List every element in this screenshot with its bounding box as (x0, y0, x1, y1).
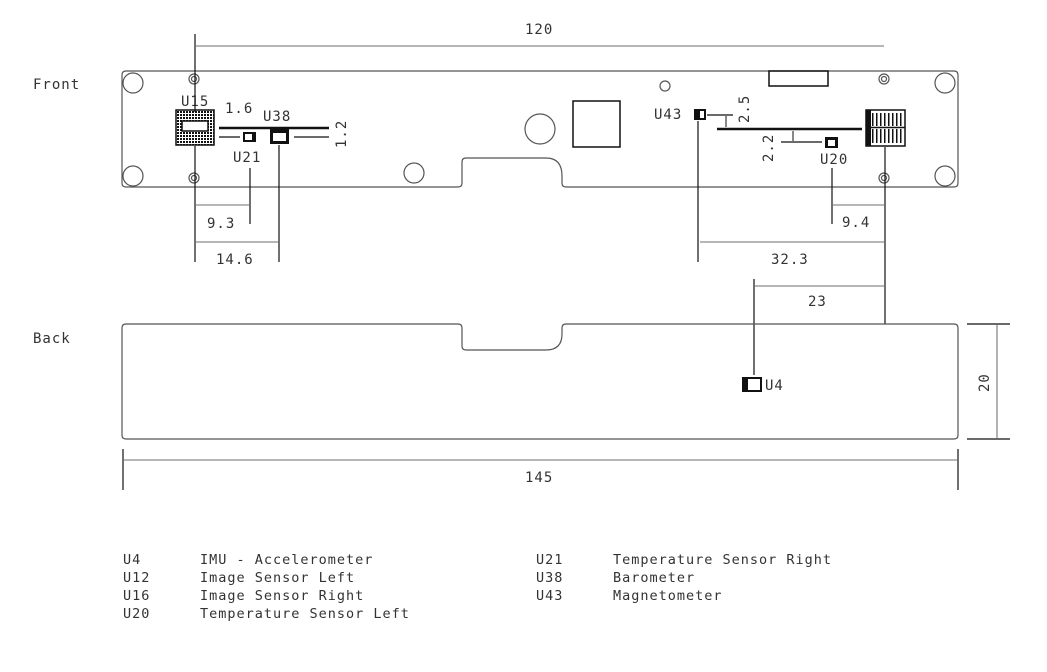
small-hole (188, 172, 200, 184)
legend-row: U12 Image Sensor Left (123, 569, 410, 587)
mount-hole (934, 165, 956, 187)
height-dim: 20 (977, 373, 993, 392)
legend-row: U21 Temperature Sensor Right (536, 551, 832, 569)
small-hole (659, 80, 671, 92)
u20-distance-dim: 9.4 (842, 215, 870, 231)
legend-desc: Temperature Sensor Left (200, 606, 410, 622)
u4-imu-accelerometer (742, 377, 762, 392)
u20-temperature-sensor (825, 137, 838, 148)
legend-ref: U21 (536, 552, 564, 568)
small-hole (878, 172, 890, 184)
legend-desc: IMU - Accelerometer (200, 552, 374, 568)
mount-hole (403, 162, 425, 184)
front-view-label: Front (33, 77, 80, 93)
overall-length-dim: 145 (525, 470, 553, 486)
u38-distance-dim: 14.6 (216, 252, 254, 268)
u20-label: U20 (820, 152, 848, 168)
u43-distance-dim: 32.3 (771, 252, 809, 268)
legend-desc: Image Sensor Left (200, 570, 356, 586)
u20-offset-dim: 2.2 (761, 134, 777, 162)
legend-row: U16 Image Sensor Right (123, 587, 410, 605)
u43-offset-dim: 2.5 (737, 95, 753, 123)
legend-row: U38 Barometer (536, 569, 832, 587)
legend-left: U4 IMU - Accelerometer U12 Image Sensor Le… (123, 551, 410, 623)
u38-offset-dim: 1.2 (334, 120, 350, 148)
u15-offset-dim: 1.6 (225, 101, 253, 117)
u21-distance-dim: 9.3 (207, 216, 235, 232)
back-board-outline (121, 323, 959, 440)
u15-image-sensor-left (175, 109, 215, 146)
u43-label: U43 (654, 107, 682, 123)
legend-ref: U4 (123, 552, 142, 568)
u4-label: U4 (765, 378, 784, 394)
legend-row: U4 IMU - Accelerometer (123, 551, 410, 569)
lens-hole (524, 113, 556, 145)
u43-magnetometer (694, 109, 706, 120)
u4-distance-dim: 23 (808, 294, 827, 310)
legend-ref: U16 (123, 588, 151, 604)
legend-ref: U38 (536, 570, 564, 586)
legend-right: U21 Temperature Sensor Right U38 Barometer… (536, 551, 832, 605)
overall-mount-span-dim: 120 (525, 22, 553, 38)
legend-ref: U43 (536, 588, 564, 604)
back-view-label: Back (33, 331, 71, 347)
legend-row: U43 Magnetometer (536, 587, 832, 605)
mount-hole (934, 72, 956, 94)
small-hole (878, 73, 890, 85)
legend-desc: Barometer (613, 570, 696, 586)
mount-hole (122, 72, 144, 94)
u21-label: U21 (233, 150, 261, 166)
u38-barometer (270, 127, 289, 144)
center-component (572, 100, 621, 148)
legend-desc: Magnetometer (613, 588, 723, 604)
image-sensor-right (865, 109, 906, 147)
small-hole (188, 73, 200, 85)
legend-ref: U12 (123, 570, 151, 586)
front-board-outline (121, 70, 959, 188)
connector (768, 70, 829, 87)
mount-hole (122, 165, 144, 187)
legend-row: U20 Temperature Sensor Left (123, 605, 410, 623)
legend-ref: U20 (123, 606, 151, 622)
u38-label: U38 (263, 109, 291, 125)
legend-desc: Image Sensor Right (200, 588, 365, 604)
legend-desc: Temperature Sensor Right (613, 552, 833, 568)
u21-temperature-sensor (243, 132, 256, 142)
